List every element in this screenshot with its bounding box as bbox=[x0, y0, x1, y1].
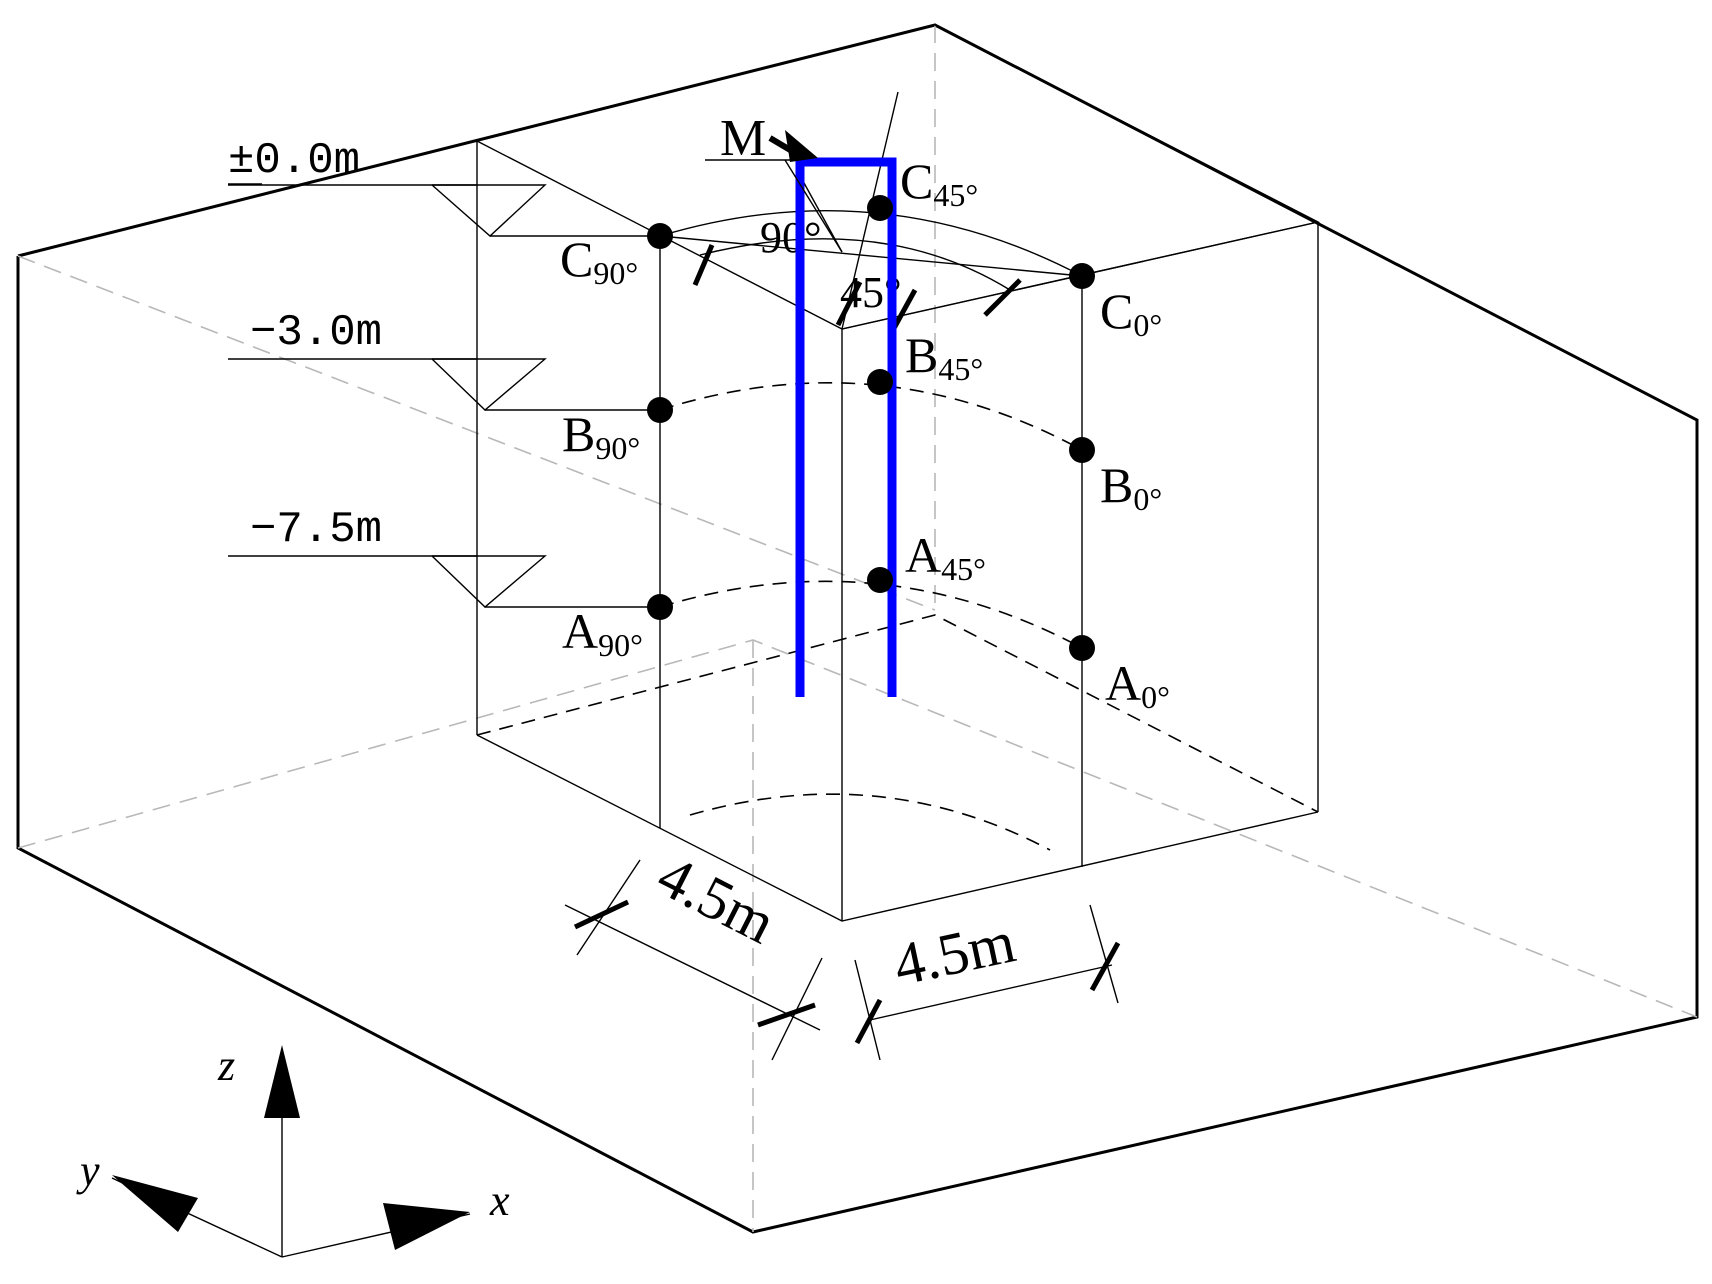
point-a0 bbox=[1069, 635, 1095, 661]
axis-label-x: x bbox=[489, 1176, 510, 1225]
soil-box-outline bbox=[16, 23, 1699, 1234]
label-c0: C0° bbox=[1100, 283, 1162, 343]
label-b0: B0° bbox=[1100, 457, 1162, 517]
point-c90 bbox=[647, 223, 673, 249]
point-a90 bbox=[647, 594, 673, 620]
level-label-ground: ±0.0m bbox=[228, 136, 360, 186]
point-b45 bbox=[867, 369, 893, 395]
axis-label-z: z bbox=[217, 1041, 235, 1090]
label-a45: A45° bbox=[905, 527, 986, 587]
label-b90: B90° bbox=[562, 406, 640, 466]
level-label-deep: −7.5m bbox=[250, 505, 382, 555]
point-c45 bbox=[867, 195, 893, 221]
dimension-left: 4.5m bbox=[564, 842, 823, 1061]
label-b45: B45° bbox=[905, 327, 983, 387]
x-axis-arrowhead bbox=[383, 1203, 470, 1250]
moment-label: M bbox=[720, 110, 766, 167]
y-axis-arrowhead bbox=[112, 1175, 198, 1232]
z-axis-arrowhead bbox=[264, 1045, 300, 1118]
label-a0: A0° bbox=[1105, 655, 1170, 715]
point-b90 bbox=[647, 397, 673, 423]
point-labels: C90° B90° A90° C45° B45° A45° C0° B0° A0… bbox=[560, 153, 1170, 715]
coordinate-axes: z y x bbox=[76, 1041, 510, 1258]
label-c90: C90° bbox=[560, 231, 638, 291]
point-c0 bbox=[1069, 263, 1095, 289]
pit-outline bbox=[476, 24, 1321, 922]
axis-label-y: y bbox=[76, 1146, 100, 1195]
dimension-right: 4.5m bbox=[854, 904, 1121, 1061]
dimension-label-right: 4.5m bbox=[888, 908, 1021, 998]
pile bbox=[795, 157, 897, 697]
point-a45 bbox=[867, 567, 893, 593]
angle-label-90: 90° bbox=[760, 213, 822, 262]
level-marker-deep: −7.5m bbox=[228, 505, 660, 608]
label-c45: C45° bbox=[900, 153, 978, 213]
level-label-mid: −3.0m bbox=[250, 308, 382, 358]
point-b0 bbox=[1069, 437, 1095, 463]
level-marker-mid: −3.0m bbox=[228, 308, 660, 411]
level-marker-ground: ±0.0m bbox=[228, 136, 660, 237]
moment-arrow: M bbox=[705, 110, 843, 253]
measurement-points bbox=[647, 195, 1095, 661]
label-a90: A90° bbox=[562, 603, 643, 663]
dimension-label-left: 4.5m bbox=[647, 842, 785, 956]
